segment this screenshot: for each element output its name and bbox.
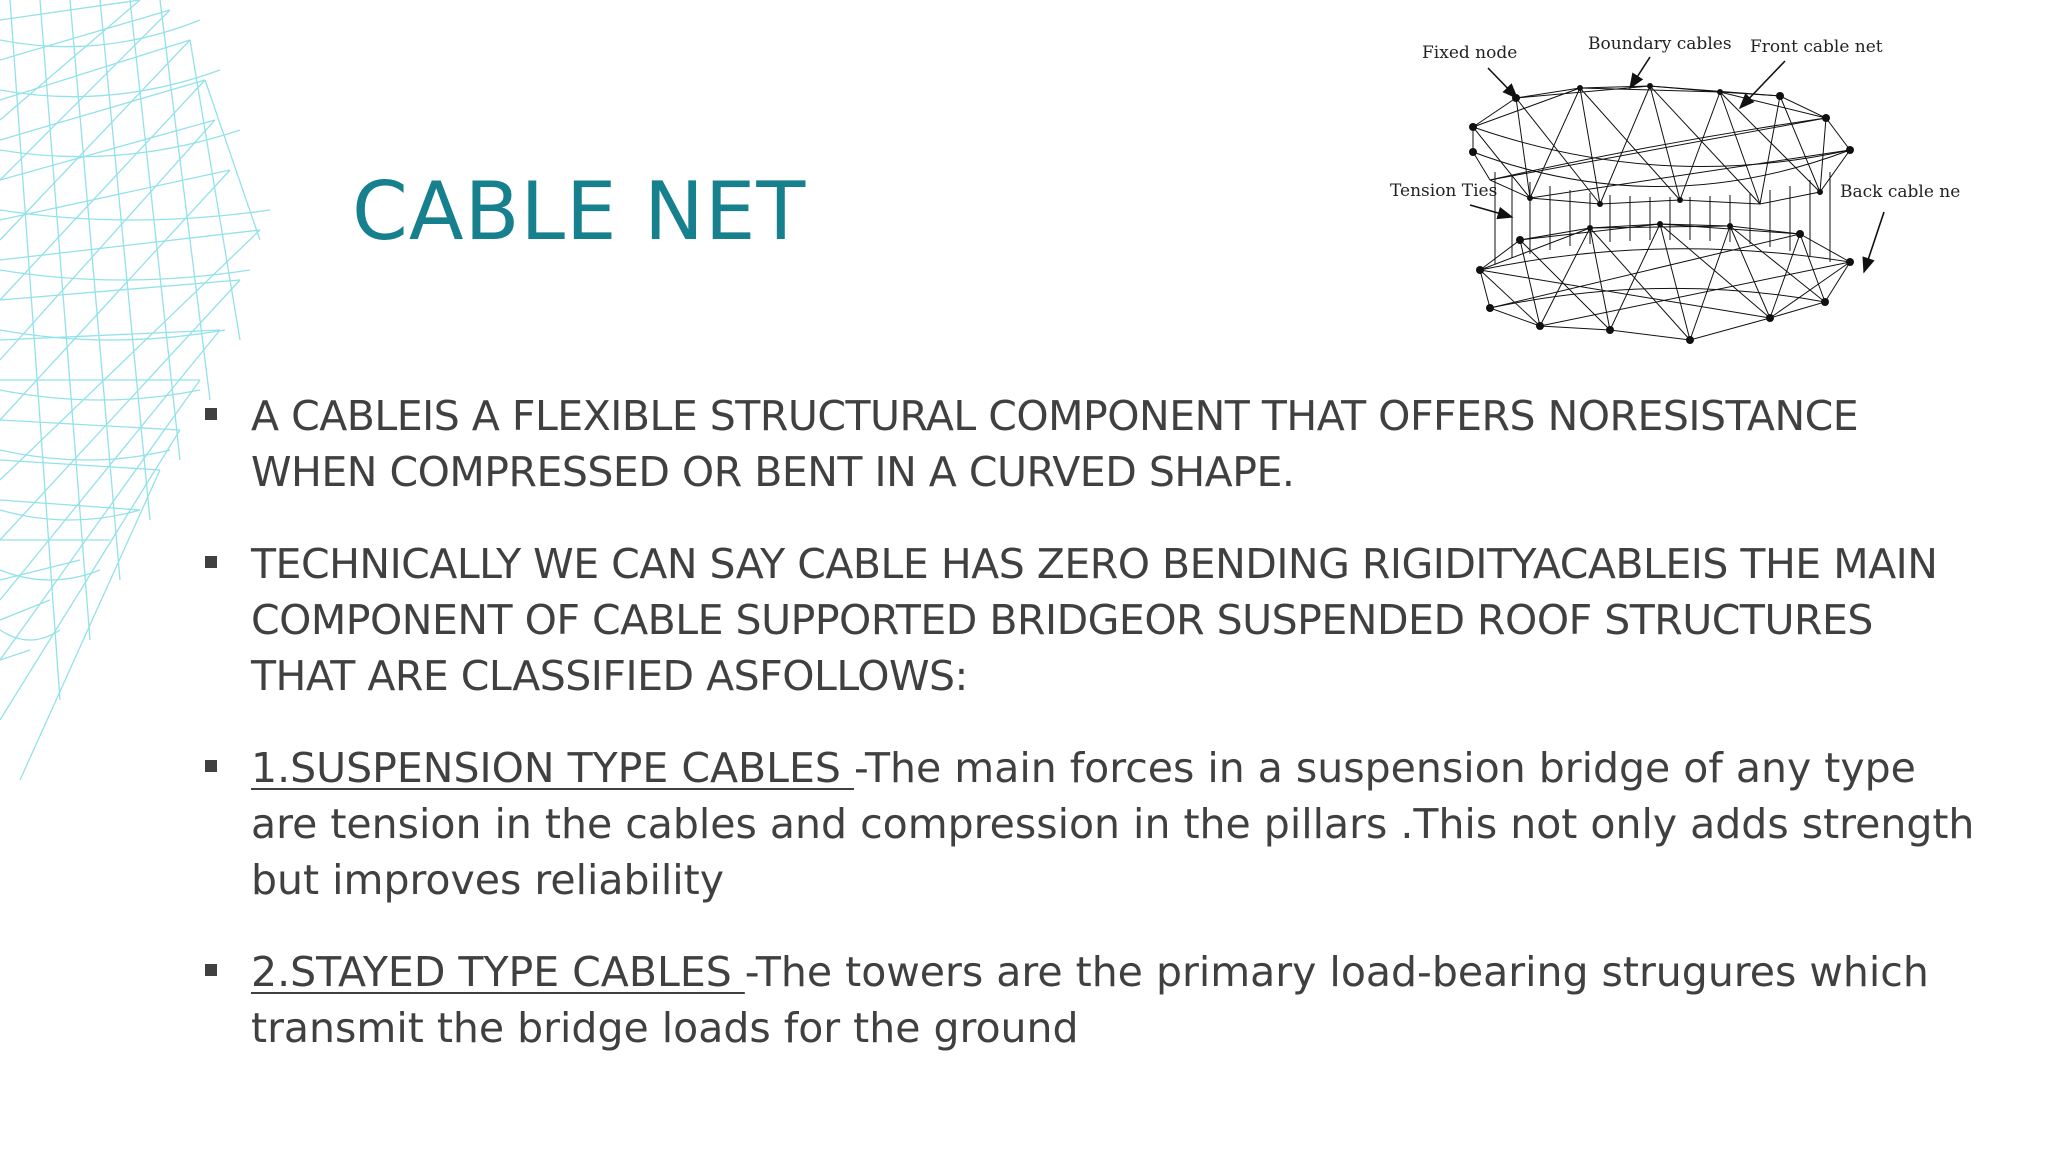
square-bullet-icon: [205, 964, 217, 976]
cable-net-diagram: Fixed node Boundary cables Front cable n…: [1390, 34, 1960, 344]
decorative-wireframe: [0, 0, 271, 781]
bullet-heading: 2.STAYED TYPE CABLES: [251, 948, 745, 996]
label-boundary-cables: Boundary cables: [1588, 34, 1732, 54]
square-bullet-icon: [205, 556, 217, 568]
bullet-item: 1.SUSPENSION TYPE CABLES -The main force…: [205, 740, 1985, 908]
label-tension-ties: Tension Ties: [1390, 181, 1497, 201]
label-fixed-node: Fixed node: [1422, 43, 1517, 63]
square-bullet-icon: [205, 408, 217, 420]
bullet-item: 2.STAYED TYPE CABLES -The towers are the…: [205, 944, 1985, 1056]
tension-ties: [1494, 172, 1831, 264]
bullet-text: TECHNICALLY WE CAN SAY CABLE HAS ZERO BE…: [251, 540, 1938, 700]
label-back-cable-net: Back cable net: [1840, 182, 1960, 202]
bullet-text: -The main forces in a suspension bridge …: [251, 744, 1975, 904]
bullet-list: A CABLEIS A FLEXIBLE STRUCTURAL COMPONEN…: [205, 388, 1985, 1092]
back-cable-net: [1479, 223, 1851, 341]
bullet-text: -The towers are the primary load-bearing…: [251, 948, 1929, 1052]
bullet-text: A CABLEIS A FLEXIBLE STRUCTURAL COMPONEN…: [251, 392, 1859, 496]
bullet-item: TECHNICALLY WE CAN SAY CABLE HAS ZERO BE…: [205, 536, 1985, 704]
front-cable-net: [1472, 85, 1851, 205]
square-bullet-icon: [205, 760, 217, 772]
bullet-item: A CABLEIS A FLEXIBLE STRUCTURAL COMPONEN…: [205, 388, 1985, 500]
bullet-heading: 1.SUSPENSION TYPE CABLES: [251, 744, 854, 792]
slide-title: CABLE NET: [352, 165, 807, 258]
label-front-cable-net: Front cable net: [1750, 37, 1883, 57]
